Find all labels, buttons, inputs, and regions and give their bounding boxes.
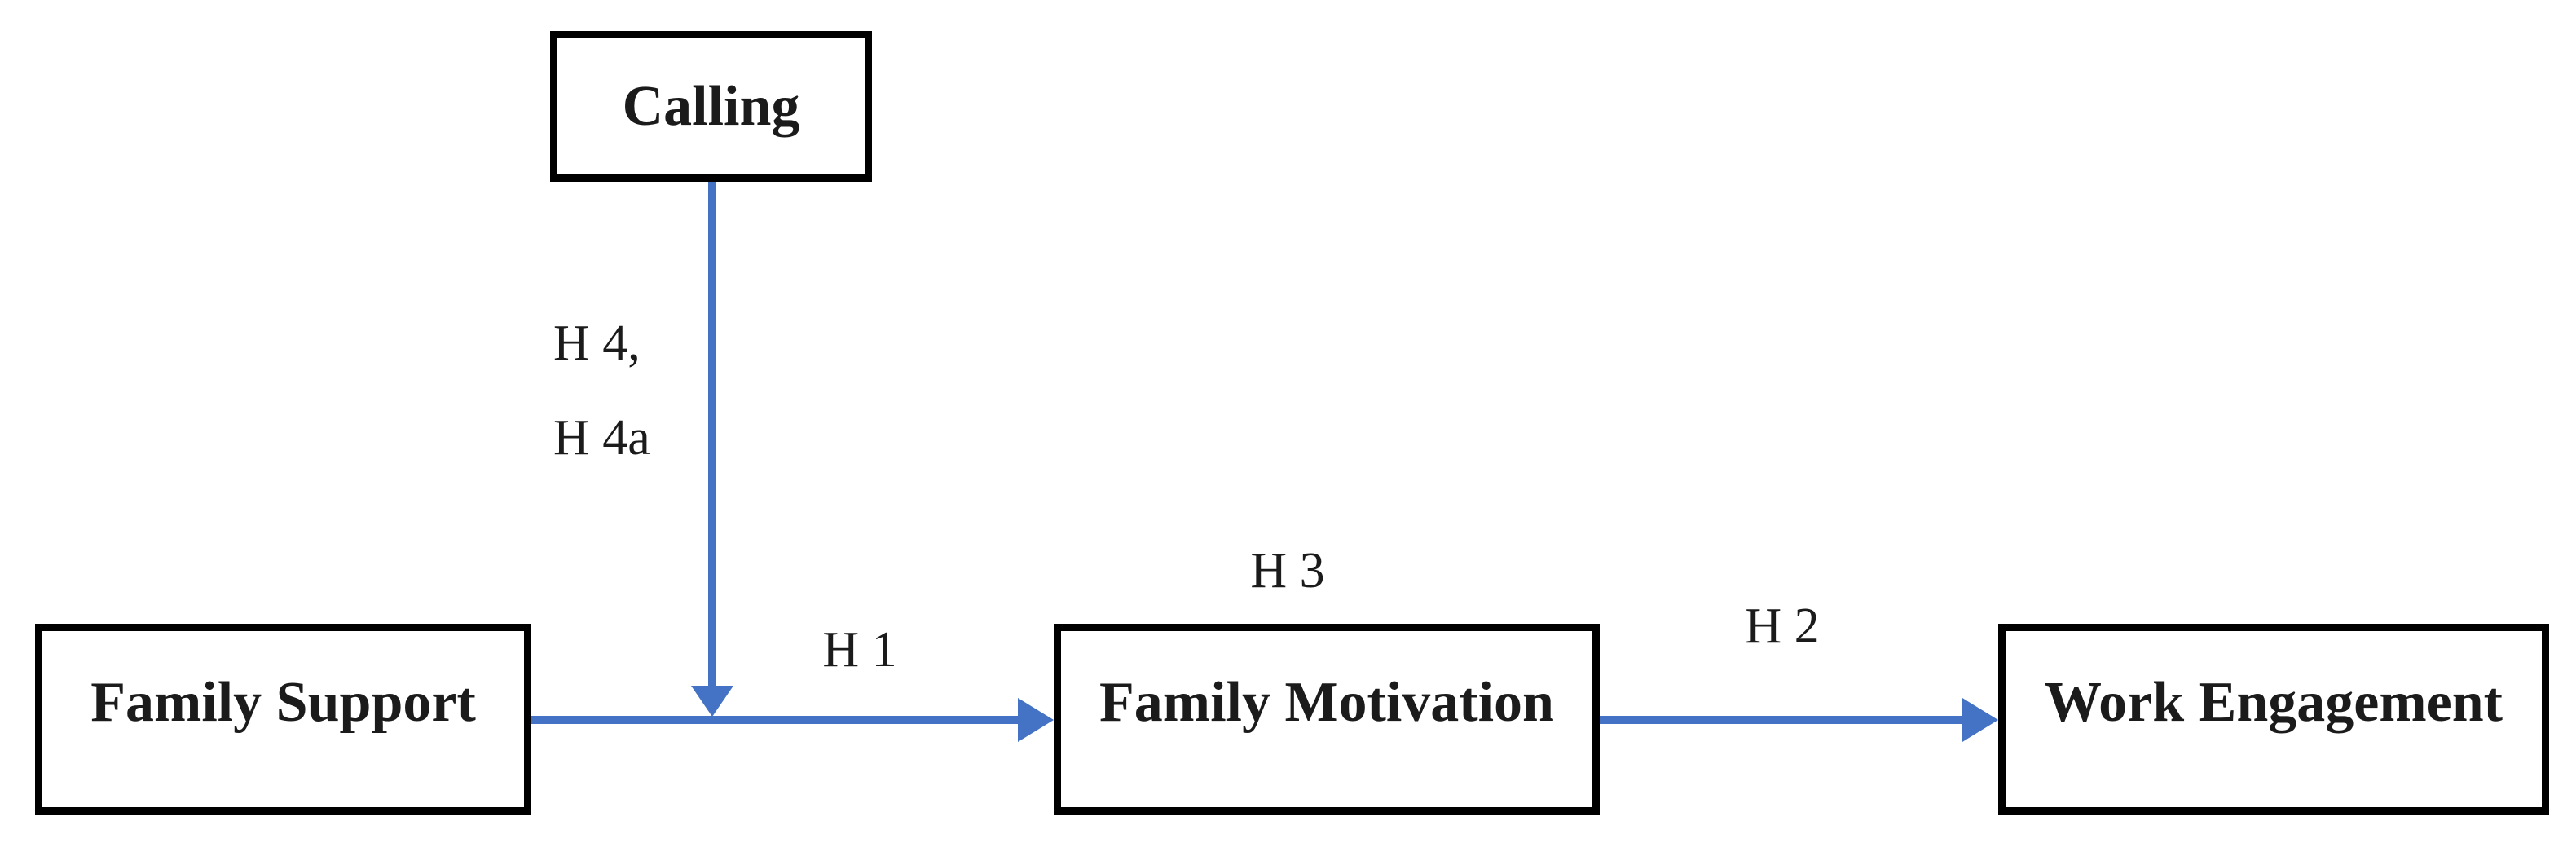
hypothesis-label-h3: H 3	[1250, 543, 1325, 598]
motivation-to-engagement-arrow-line	[1600, 716, 1962, 724]
hypothesis-label-h1: H 1	[822, 622, 897, 678]
support-to-motivation-arrow-line	[531, 716, 1018, 724]
calling-moderation-arrow-line	[708, 182, 716, 686]
calling-box: Calling	[550, 31, 872, 182]
hypothesis-label-h4: H 4,	[553, 316, 641, 371]
family-support-box: Family Support	[35, 624, 531, 815]
motivation-to-engagement-arrowhead	[1962, 698, 1998, 742]
work-engagement-label: Work Engagement	[2045, 671, 2503, 734]
hypothesis-label-h4a: H 4a	[553, 410, 650, 466]
family-motivation-box: Family Motivation	[1054, 624, 1600, 815]
hypothesis-label-h2: H 2	[1745, 598, 1820, 654]
work-engagement-box: Work Engagement	[1998, 624, 2549, 815]
family-motivation-label: Family Motivation	[1099, 671, 1554, 734]
calling-label: Calling	[622, 74, 800, 138]
support-to-motivation-arrowhead	[1018, 698, 1054, 742]
family-support-label: Family Support	[90, 671, 476, 734]
calling-moderation-arrowhead	[691, 686, 733, 717]
